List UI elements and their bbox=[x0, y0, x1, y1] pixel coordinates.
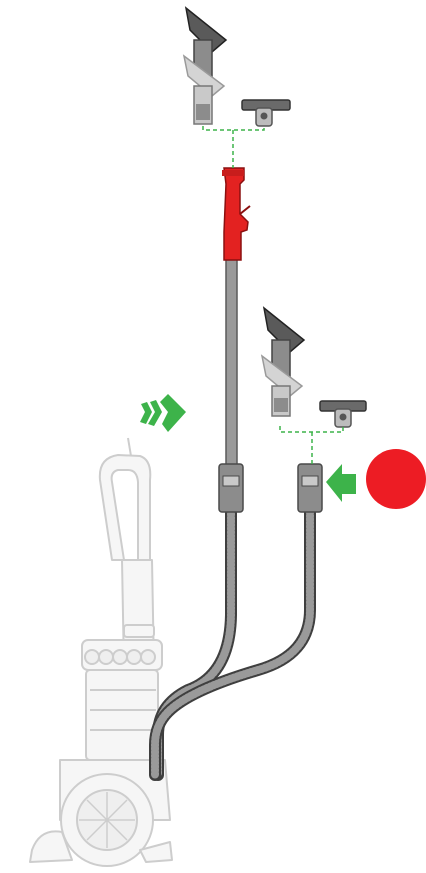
extension-wand bbox=[218, 167, 251, 513]
vacuum-tool-dock bbox=[123, 624, 155, 638]
short-hose-cuff bbox=[297, 463, 323, 513]
cyclone-shrouds bbox=[84, 649, 156, 665]
lower-connector bbox=[279, 426, 344, 464]
wand-shaft bbox=[225, 257, 238, 467]
red-dot-icon bbox=[366, 449, 426, 509]
upper-stair-tool bbox=[241, 99, 291, 127]
vacuum-handle-tip bbox=[127, 437, 132, 457]
short-hose bbox=[149, 502, 316, 781]
vacuum-cyclone-body bbox=[85, 669, 159, 761]
wand-hose-cuff bbox=[218, 463, 244, 513]
upper-connector bbox=[202, 126, 265, 168]
upright-vacuum bbox=[29, 437, 173, 867]
lower-stair-tool bbox=[319, 400, 367, 428]
wand-red-grip bbox=[223, 167, 249, 261]
vacuum-cleaner-head bbox=[29, 830, 73, 863]
motion-arrow bbox=[140, 394, 186, 432]
arrow-left-icon bbox=[326, 464, 356, 502]
long-hose bbox=[152, 504, 237, 781]
lower-crevice-tool bbox=[260, 306, 306, 417]
wand-release-catch bbox=[239, 205, 251, 215]
motion-arrow-icon bbox=[160, 394, 186, 432]
wheel-spokes bbox=[79, 792, 135, 848]
upper-crevice-tool bbox=[182, 6, 228, 125]
